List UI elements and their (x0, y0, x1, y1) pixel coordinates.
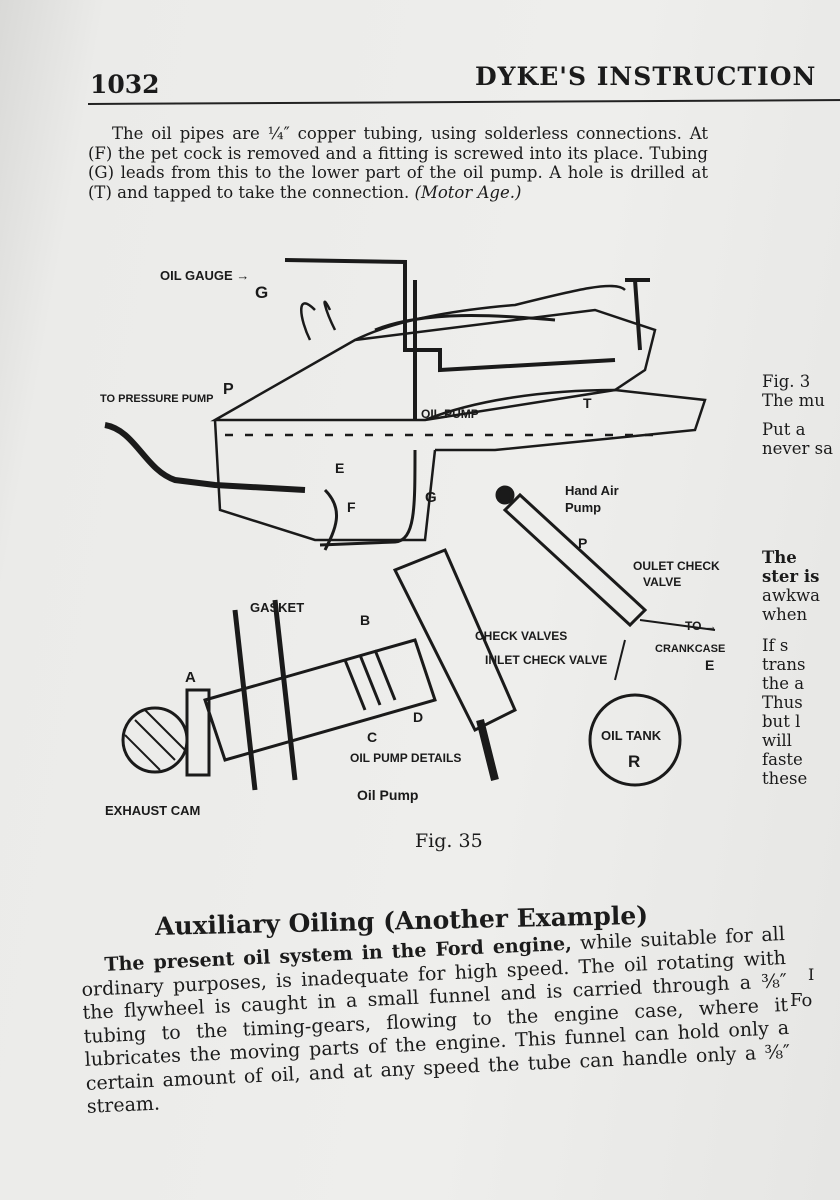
page-number: 1032 (90, 70, 160, 99)
label-oil-pump: OIL PUMP (421, 407, 479, 421)
label-outlet-check-valve: OULET CHECK (633, 559, 720, 573)
right-line: trans (762, 655, 806, 674)
label-oil-pump-caption: Oil Pump (357, 787, 418, 803)
right-line: but l (762, 712, 801, 731)
label-f: F (347, 499, 356, 515)
right-line: will (762, 731, 792, 750)
label-oil-pump-details: OIL PUMP DETAILS (350, 751, 461, 765)
right-line: these (762, 769, 808, 788)
intro-paragraph: The oil pipes are ¼″ copper tubing, usin… (88, 124, 708, 202)
figure-caption: Fig. 35 (415, 830, 483, 852)
engine-drawing (104, 258, 707, 551)
right-line: the a (762, 674, 805, 693)
label-g-bottom: G (425, 489, 437, 506)
label-check-valves: CHECK VALVES (475, 629, 567, 643)
label-a: A (185, 669, 196, 686)
right-line: Thus (762, 693, 803, 712)
intro-source: (Motor Age.) (414, 182, 522, 202)
label-t: T (583, 395, 592, 411)
hand-air-pump-drawing (495, 485, 716, 681)
label-crankcase: CRANKCASE (655, 643, 725, 655)
running-title: DYKE'S INSTRUCTION (475, 62, 817, 91)
label-d: D (413, 709, 423, 725)
oil-system-diagram: OIL GAUGE → G TO PRESSURE PUMP P OIL PUM… (100, 258, 725, 818)
label-outlet-check-valve-2: VALVE (643, 575, 681, 589)
label-g-top: G (255, 283, 268, 302)
right-line: when (762, 605, 808, 624)
right-line: faste (762, 750, 803, 769)
label-oil-tank: OIL TANK (601, 728, 662, 743)
right-line: The mu (762, 391, 825, 410)
right-fragment-bottom: Fo (790, 990, 813, 1011)
label-hand-air-pump: Hand Air (565, 483, 619, 498)
section-body: The present oil system in the Ford engin… (80, 923, 792, 1119)
intro-text: The oil pipes are ¼″ copper tubing, usin… (88, 124, 708, 202)
label-gasket: GASKET (250, 600, 304, 615)
label-p-pump: P (578, 535, 587, 551)
right-line: never sa (762, 439, 833, 458)
right-fragment-tick: I (808, 965, 815, 984)
label-to-pressure-pump: TO PRESSURE PUMP (100, 393, 214, 405)
label-e: E (335, 460, 344, 476)
right-line: The (762, 548, 797, 567)
label-hand-air-pump-2: Pump (565, 500, 601, 515)
label-b: B (360, 612, 370, 628)
right-line: ster is (762, 567, 820, 586)
label-to-crankcase: TO → (685, 619, 717, 633)
label-exhaust-cam: EXHAUST CAM (105, 803, 200, 818)
right-line: awkwa (762, 586, 820, 605)
right-page-fragment: Fig. 3 The mu Put a never sa The ster is… (762, 372, 840, 788)
oil-tank-drawing (588, 693, 682, 787)
label-c: C (367, 729, 377, 745)
right-line: Put a (762, 420, 806, 439)
label-r: R (628, 752, 640, 771)
label-e-right: E (705, 657, 714, 673)
label-inlet-check-valve: INLET CHECK VALVE (485, 653, 607, 667)
right-line: Fig. 3 (762, 372, 811, 391)
right-line: If s (762, 636, 789, 655)
label-p-left: P (223, 381, 234, 398)
label-oil-gauge: OIL GAUGE → (160, 268, 249, 283)
oil-pump-drawing (121, 548, 517, 791)
header-rule (87, 99, 840, 105)
